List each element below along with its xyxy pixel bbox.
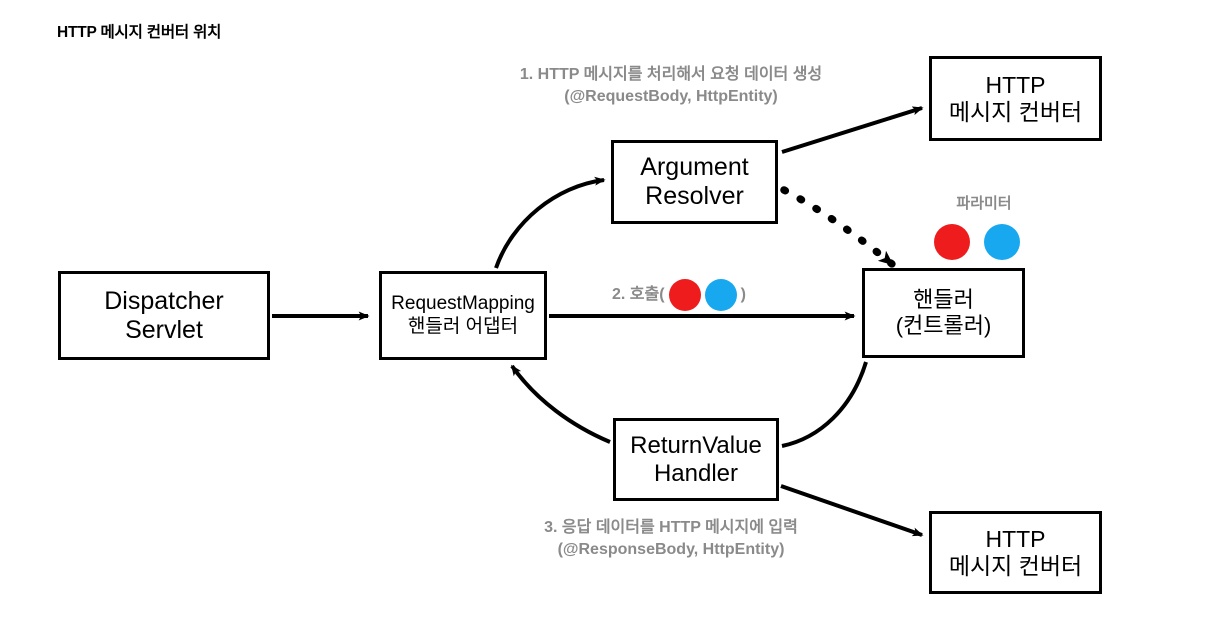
node-label-line1: HTTP	[985, 525, 1046, 552]
edge-handler-to-return-value-handler	[781, 361, 868, 448]
node-handler-controller[interactable]: 핸들러 (컨트롤러)	[862, 268, 1025, 358]
edge-argument-resolver-to-converter-top	[781, 106, 924, 154]
red-circle-icon	[934, 224, 970, 260]
blue-circle-icon	[984, 224, 1020, 260]
node-label-line2: 메시지 컨버터	[948, 552, 1083, 579]
node-label-line2: Resolver	[645, 182, 744, 210]
node-http-converter-bottom[interactable]: HTTP 메시지 컨버터	[929, 511, 1102, 594]
node-label-line2: 핸들러 어댑터	[407, 315, 519, 337]
parameter-dots-group	[934, 224, 1020, 260]
node-dispatcher-servlet[interactable]: Dispatcher Servlet	[58, 271, 270, 360]
edge-argument-resolver-to-handler-dotted	[780, 186, 896, 268]
annotation-step3-line1: 3. 응답 데이터를 HTTP 메시지에 입력	[544, 519, 798, 536]
edge-adapter-to-argument-resolver	[494, 176, 606, 269]
node-http-converter-top[interactable]: HTTP 메시지 컨버터	[929, 56, 1102, 141]
annotation-step1: 1. HTTP 메시지를 처리해서 요청 데이터 생성 (@RequestBod…	[466, 64, 876, 107]
annotation-parameter-label: 파라미터	[956, 195, 1012, 212]
annotation-step3: 3. 응답 데이터를 HTTP 메시지에 입력 (@ResponseBody, …	[466, 517, 876, 560]
annotation-step2-suffix: )	[740, 286, 746, 304]
annotation-step1-line1: 1. HTTP 메시지를 처리해서 요청 데이터 생성	[519, 66, 823, 83]
edge-return-value-handler-to-adapter	[510, 364, 611, 444]
node-label-line2: (컨트롤러)	[895, 313, 992, 338]
node-return-value-handler[interactable]: ReturnValue Handler	[613, 418, 779, 501]
node-label-line2: 메시지 컨버터	[948, 98, 1083, 125]
node-label-line1: 핸들러	[913, 287, 974, 313]
annotation-step1-line2: (@RequestBody, HttpEntity)	[564, 87, 778, 105]
node-label-line2: Servlet	[125, 315, 203, 344]
node-label-line1: RequestMapping	[391, 293, 535, 315]
node-label-line1: ReturnValue	[630, 431, 762, 459]
red-circle-icon	[668, 279, 701, 311]
annotation-step3-line2: (@ResponseBody, HttpEntity)	[557, 540, 785, 558]
node-argument-resolver[interactable]: Argument Resolver	[611, 140, 778, 224]
node-request-mapping-adapter[interactable]: RequestMapping 핸들러 어댑터	[379, 271, 547, 360]
page-title: HTTP 메시지 컨버터 위치	[57, 24, 222, 41]
node-label-line2: Handler	[653, 459, 739, 487]
node-label-line1: Argument	[640, 153, 749, 181]
node-label-line1: Dispatcher	[104, 286, 224, 315]
annotation-step2-prefix: 2. 호출(	[612, 286, 665, 304]
annotation-step2: 2. 호출( )	[612, 279, 746, 311]
node-label-line1: HTTP	[985, 71, 1046, 98]
blue-circle-icon	[704, 279, 737, 311]
